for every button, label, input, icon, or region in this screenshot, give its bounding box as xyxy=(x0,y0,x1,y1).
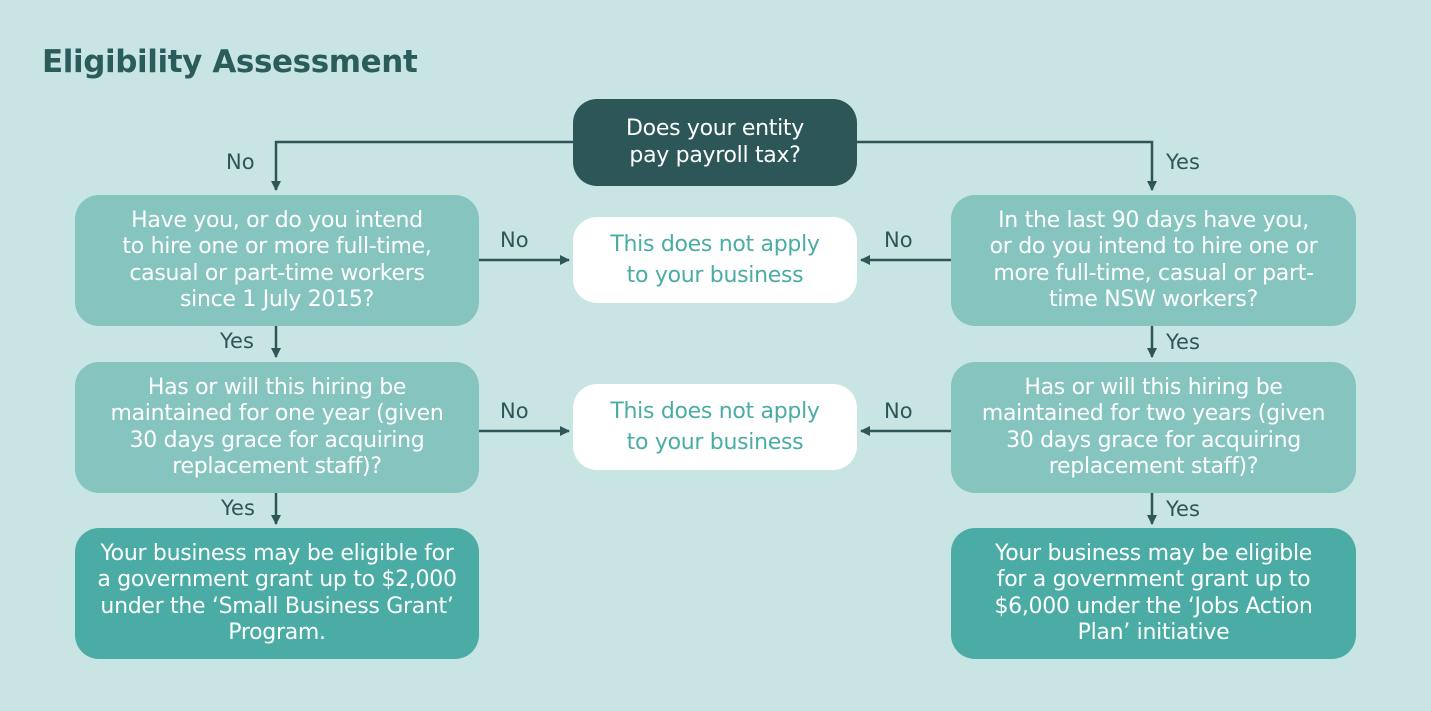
right-question-1: In the last 90 days have you,or do you i… xyxy=(951,195,1356,326)
edge-label-right-q1-yes: Yes xyxy=(1166,330,1200,354)
edge-label-start-no: No xyxy=(226,150,255,174)
edge-label-left-q1-no: No xyxy=(500,228,529,252)
arrow-start-yes xyxy=(856,140,1157,191)
edge-label-left-q1-yes: Yes xyxy=(220,329,254,353)
edge-label-right-q2-no: No xyxy=(884,399,913,423)
page-title: Eligibility Assessment xyxy=(42,44,418,80)
edge-label-left-q2-yes: Yes xyxy=(221,496,255,520)
edge-label-right-q1-no: No xyxy=(884,228,913,252)
edge-label-left-q2-no: No xyxy=(500,399,529,423)
edge-label-right-q2-yes: Yes xyxy=(1166,497,1200,521)
edge-label-start-yes: Yes xyxy=(1166,150,1200,174)
arrow-start-no xyxy=(271,140,573,191)
